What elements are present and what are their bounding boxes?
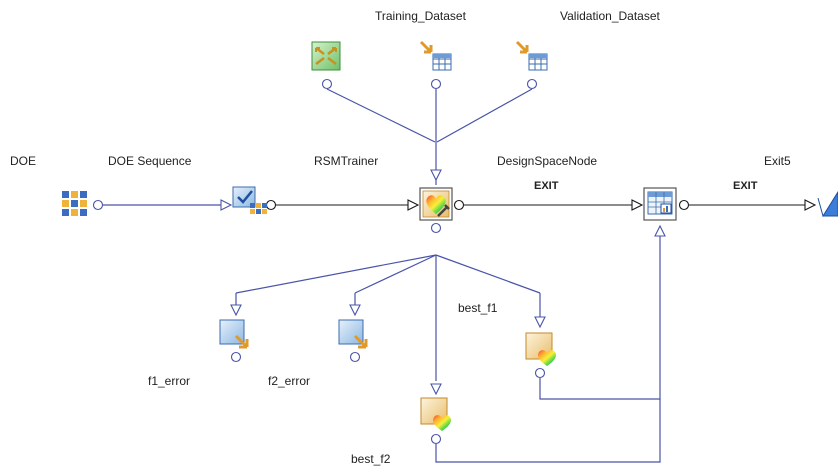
edge-validation (436, 88, 533, 143)
training-dataset-label: Training_Dataset (375, 9, 466, 23)
rsm-heart-icon (538, 350, 556, 366)
edge-best-f1-to-design (539, 231, 661, 400)
best-f2-label: best_f2 (351, 452, 391, 466)
arrow-heads (220, 169, 817, 396)
design-space-node[interactable] (643, 187, 677, 221)
exit-node[interactable] (817, 191, 838, 218)
exit-edge-label: EXIT (733, 180, 758, 192)
input-arrow-icon (419, 40, 433, 54)
best-f1-label: best_f1 (458, 301, 498, 315)
exit5-label: Exit5 (764, 154, 791, 168)
f2-error-node[interactable] (338, 319, 368, 349)
input-arrow-icon (515, 40, 529, 54)
doe-node[interactable] (62, 191, 87, 216)
edge-best-f2-to-design (435, 399, 661, 463)
f2-error-label: f2_error (268, 374, 311, 388)
rsm-heart-icon (433, 415, 451, 431)
training-dataset-node[interactable] (419, 40, 452, 71)
rsm-heart-icon (426, 195, 446, 214)
doe-label: DOE (10, 154, 37, 168)
design-space-label: DesignSpaceNode (497, 154, 598, 168)
rsm-trainer-node[interactable] (419, 187, 453, 221)
exit-icon (817, 191, 838, 218)
best-f2-node[interactable] (420, 397, 451, 431)
edge-green-input (326, 88, 436, 143)
output-arrow-icon (234, 334, 249, 349)
ports (92, 78, 546, 445)
edge-f1-error (235, 254, 437, 294)
f1-error-node[interactable] (219, 319, 249, 349)
exit-edge-label: EXIT (534, 180, 559, 192)
doe-sequence-label: DOE Sequence (108, 154, 192, 168)
rsm-trainer-label: RSMTrainer (314, 154, 379, 168)
f1-error-label: f1_error (148, 374, 191, 388)
wrench-icon (437, 204, 450, 217)
doe-sequence-node[interactable] (232, 186, 267, 214)
best-f1-node[interactable] (525, 332, 556, 366)
validation-dataset-label: Validation_Dataset (560, 9, 660, 23)
edge-f2-error (354, 254, 437, 294)
green-input-node[interactable] (311, 41, 341, 71)
validation-dataset-node[interactable] (515, 40, 548, 71)
output-arrow-icon (353, 334, 368, 349)
edge-best-f1 (435, 254, 541, 294)
link-lines (103, 88, 661, 463)
